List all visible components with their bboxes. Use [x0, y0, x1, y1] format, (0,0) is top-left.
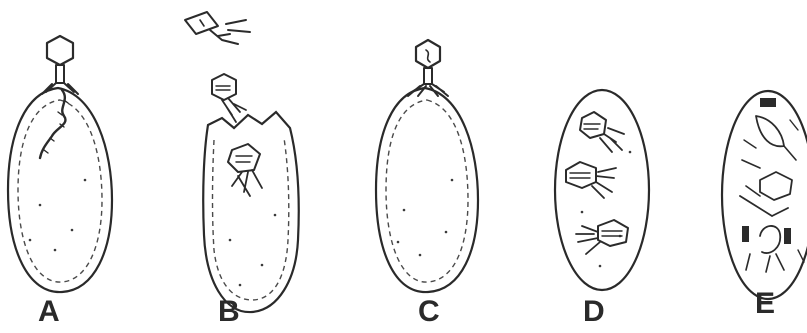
- stage-label-e: E: [755, 289, 775, 319]
- phage-head-part: [760, 98, 776, 107]
- stage-b: [185, 12, 299, 312]
- stage-e: [722, 91, 807, 299]
- stage-label-d: D: [583, 297, 605, 327]
- phage-tail-part: [784, 228, 791, 244]
- stage-a: [8, 36, 112, 292]
- stage-label-a: A: [38, 297, 60, 327]
- bacterial-cell-d: [555, 90, 649, 290]
- stage-d: [555, 90, 649, 290]
- stage-label-b: B: [218, 297, 240, 327]
- stage-label-c: C: [418, 297, 440, 327]
- bacterial-cell-c: [376, 88, 478, 292]
- phage-head-a: [47, 36, 73, 65]
- escaping-phage-b1: [185, 12, 250, 44]
- phage-tail-part: [742, 226, 749, 242]
- bacterial-cell-a: [8, 88, 112, 292]
- phage-tail-a: [56, 65, 64, 83]
- escaping-phage-b2: [212, 74, 246, 122]
- stage-c: [376, 40, 478, 292]
